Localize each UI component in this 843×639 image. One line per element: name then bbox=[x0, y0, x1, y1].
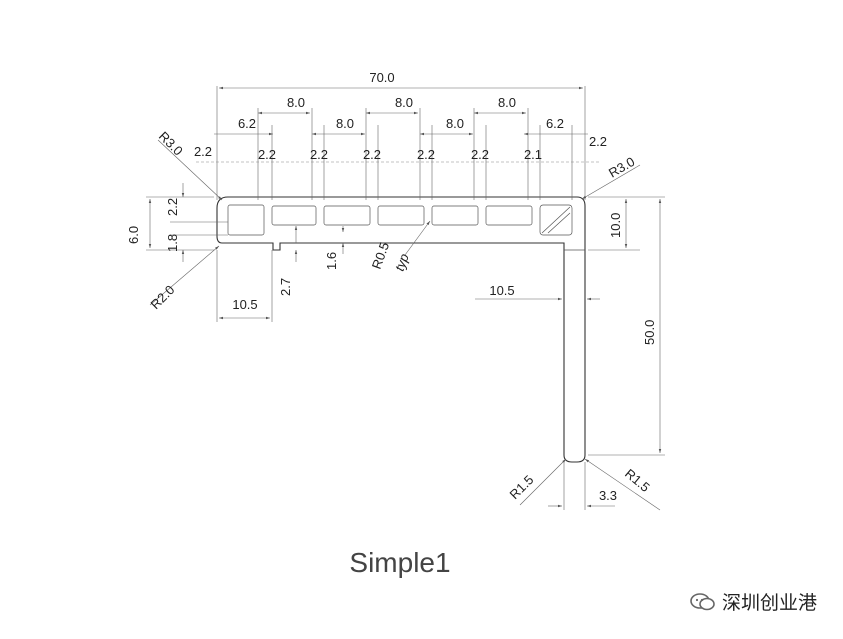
dim-pitch: 8.0 bbox=[446, 116, 464, 131]
dim-overall-width: 70.0 bbox=[369, 70, 394, 85]
dim-wall: 2.2 bbox=[589, 134, 607, 149]
dim-wall: 2.2 bbox=[471, 147, 489, 162]
dim-cell-wall: 1.6 bbox=[324, 252, 339, 270]
dim-wall: 2.2 bbox=[194, 144, 212, 159]
dim-top-wall: 2.2 bbox=[165, 198, 180, 216]
radius-foot-right: R1.5 bbox=[622, 466, 653, 495]
radius-top-right: R3.0 bbox=[606, 154, 637, 181]
drawing-caption: Simple1 bbox=[349, 547, 450, 578]
dim-wall: 2.2 bbox=[417, 147, 435, 162]
dim-height-total: 6.0 bbox=[126, 226, 141, 244]
dim-wall: 2.1 bbox=[524, 147, 542, 162]
dim-pitch: 8.0 bbox=[498, 95, 516, 110]
dimension-labels: 70.0 8.0 8.0 8.0 6.2 8.0 8.0 6.2 2.2 2.2… bbox=[126, 70, 657, 503]
radius-cell-note: typ bbox=[392, 252, 412, 273]
radius-foot-left: R1.5 bbox=[507, 472, 537, 502]
watermark: 深圳创业港 bbox=[690, 588, 817, 615]
dimension-lines bbox=[146, 86, 665, 511]
dim-bottom-wall: 1.8 bbox=[165, 234, 180, 252]
radius-cell: R0.5 bbox=[369, 240, 392, 271]
radius-bottom-left: R2.0 bbox=[148, 282, 178, 312]
dim-leg-thickness: 3.3 bbox=[599, 488, 617, 503]
chat-bubble-icon bbox=[690, 592, 715, 610]
dim-end-left: 6.2 bbox=[238, 116, 256, 131]
watermark-text: 深圳创业港 bbox=[721, 592, 817, 614]
dim-right-height: 10.0 bbox=[608, 213, 623, 238]
dim-end-right: 6.2 bbox=[546, 116, 564, 131]
dim-lip-height: 2.7 bbox=[278, 278, 293, 296]
dim-pitch: 8.0 bbox=[287, 95, 305, 110]
dim-leg-offset: 10.5 bbox=[489, 283, 514, 298]
dim-left-lip: 10.5 bbox=[232, 297, 257, 312]
dim-wall: 2.2 bbox=[310, 147, 328, 162]
dim-pitch: 8.0 bbox=[395, 95, 413, 110]
profile-outline bbox=[216, 196, 586, 463]
radius-top-left: R3.0 bbox=[156, 129, 186, 159]
dim-pitch: 8.0 bbox=[336, 116, 354, 131]
dim-leg-length: 50.0 bbox=[642, 320, 657, 345]
dim-wall: 2.2 bbox=[363, 147, 381, 162]
dim-wall: 2.2 bbox=[258, 147, 276, 162]
